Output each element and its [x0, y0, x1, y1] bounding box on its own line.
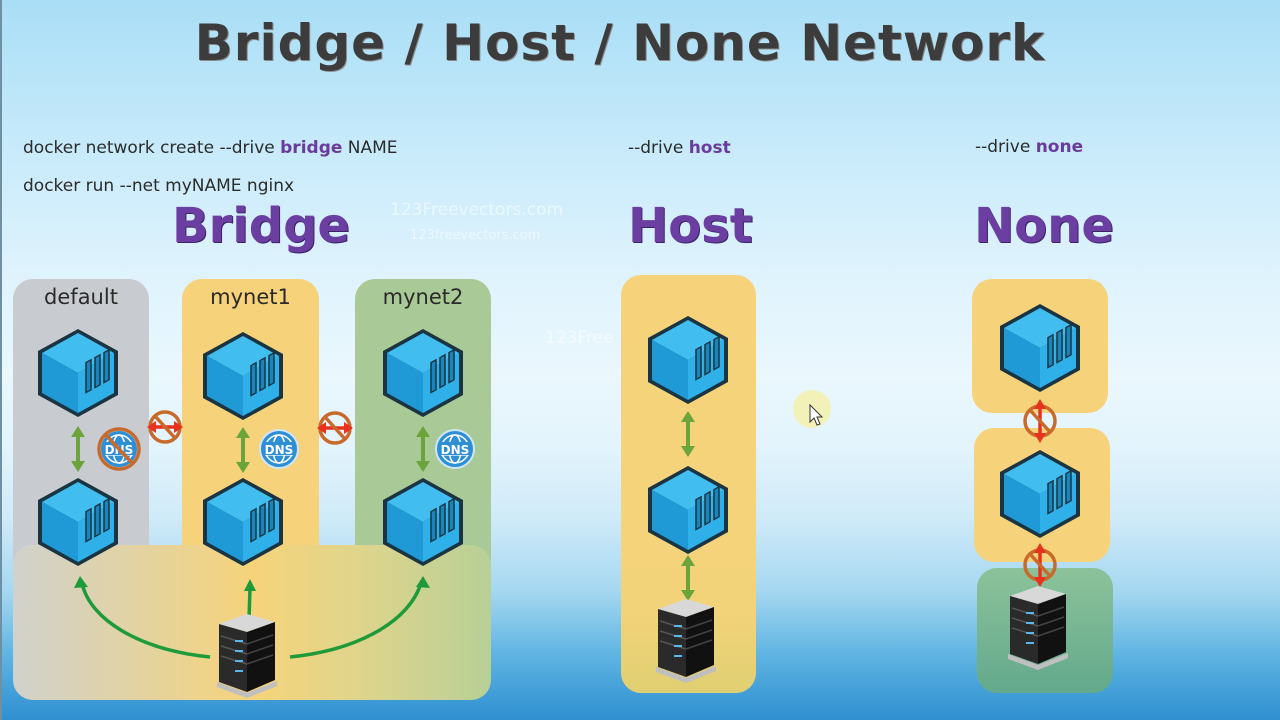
- cmd-prefix: --drive: [628, 138, 689, 158]
- mouse-cursor-icon: [809, 403, 824, 426]
- arrow-head-icon: [74, 576, 88, 588]
- dns-label: DNS: [265, 443, 294, 457]
- dns-disabled-icon: DNS: [97, 427, 141, 471]
- host-command: --drive host: [628, 138, 731, 158]
- cmd-keyword-host: host: [688, 138, 731, 158]
- network-label: default: [44, 285, 118, 309]
- slide-left-border: [0, 0, 2, 720]
- container-icon: [647, 315, 729, 405]
- cmd-keyword-bridge: bridge: [280, 138, 343, 158]
- host-section-title: Host: [628, 198, 753, 254]
- container-icon: [382, 328, 464, 418]
- container-icon: [999, 449, 1081, 539]
- network-label: mynet1: [210, 285, 291, 309]
- dns-enabled-icon: DNS: [435, 429, 475, 469]
- host-server-icon: [1007, 585, 1069, 671]
- blocked-link-icon: [315, 411, 355, 445]
- watermark: 123Freevectors.com: [390, 200, 564, 220]
- container-icon: [202, 477, 284, 567]
- dns-enabled-icon: DNS: [259, 429, 299, 469]
- dns-label: DNS: [441, 443, 470, 457]
- bidirectional-arrow-icon: [679, 409, 697, 459]
- container-icon: [37, 328, 119, 418]
- host-link-arrow: [80, 582, 211, 659]
- bidirectional-arrow-icon: [234, 425, 252, 475]
- container-icon: [999, 303, 1081, 393]
- container-icon: [382, 477, 464, 567]
- bidirectional-arrow-icon: [69, 424, 87, 474]
- blocked-link-icon: [1023, 397, 1057, 445]
- arrow-head-icon: [416, 576, 430, 588]
- bridge-create-command: docker network create --drive bridge NAM…: [23, 138, 398, 158]
- watermark: 123freevectors.com: [410, 228, 541, 243]
- cmd-suffix: NAME: [342, 138, 398, 158]
- bridge-section-title: Bridge: [172, 198, 350, 254]
- host-server-icon: [655, 598, 717, 684]
- cmd-prefix: --drive: [975, 137, 1036, 157]
- cmd-prefix: docker network create --drive: [23, 138, 281, 158]
- host-link-arrow: [289, 582, 423, 659]
- bridge-run-command: docker run --net myNAME nginx: [23, 176, 295, 196]
- none-command: --drive none: [975, 137, 1083, 157]
- bidirectional-arrow-icon: [414, 424, 432, 474]
- blocked-link-icon: [145, 410, 185, 444]
- network-label: mynet2: [382, 285, 464, 309]
- blocked-link-icon: [1023, 541, 1057, 589]
- watermark: 123Free: [545, 328, 614, 348]
- container-icon: [647, 465, 729, 555]
- container-icon: [37, 477, 119, 567]
- none-section-title: None: [974, 198, 1114, 254]
- bidirectional-arrow-icon: [679, 553, 697, 603]
- host-server-icon: [216, 613, 278, 699]
- host-link-arrow: [247, 587, 252, 620]
- cmd-keyword-none: none: [1035, 137, 1084, 157]
- arrow-head-icon: [244, 579, 256, 591]
- container-icon: [202, 331, 284, 421]
- slide-title: Bridge / Host / None Network: [194, 14, 1046, 72]
